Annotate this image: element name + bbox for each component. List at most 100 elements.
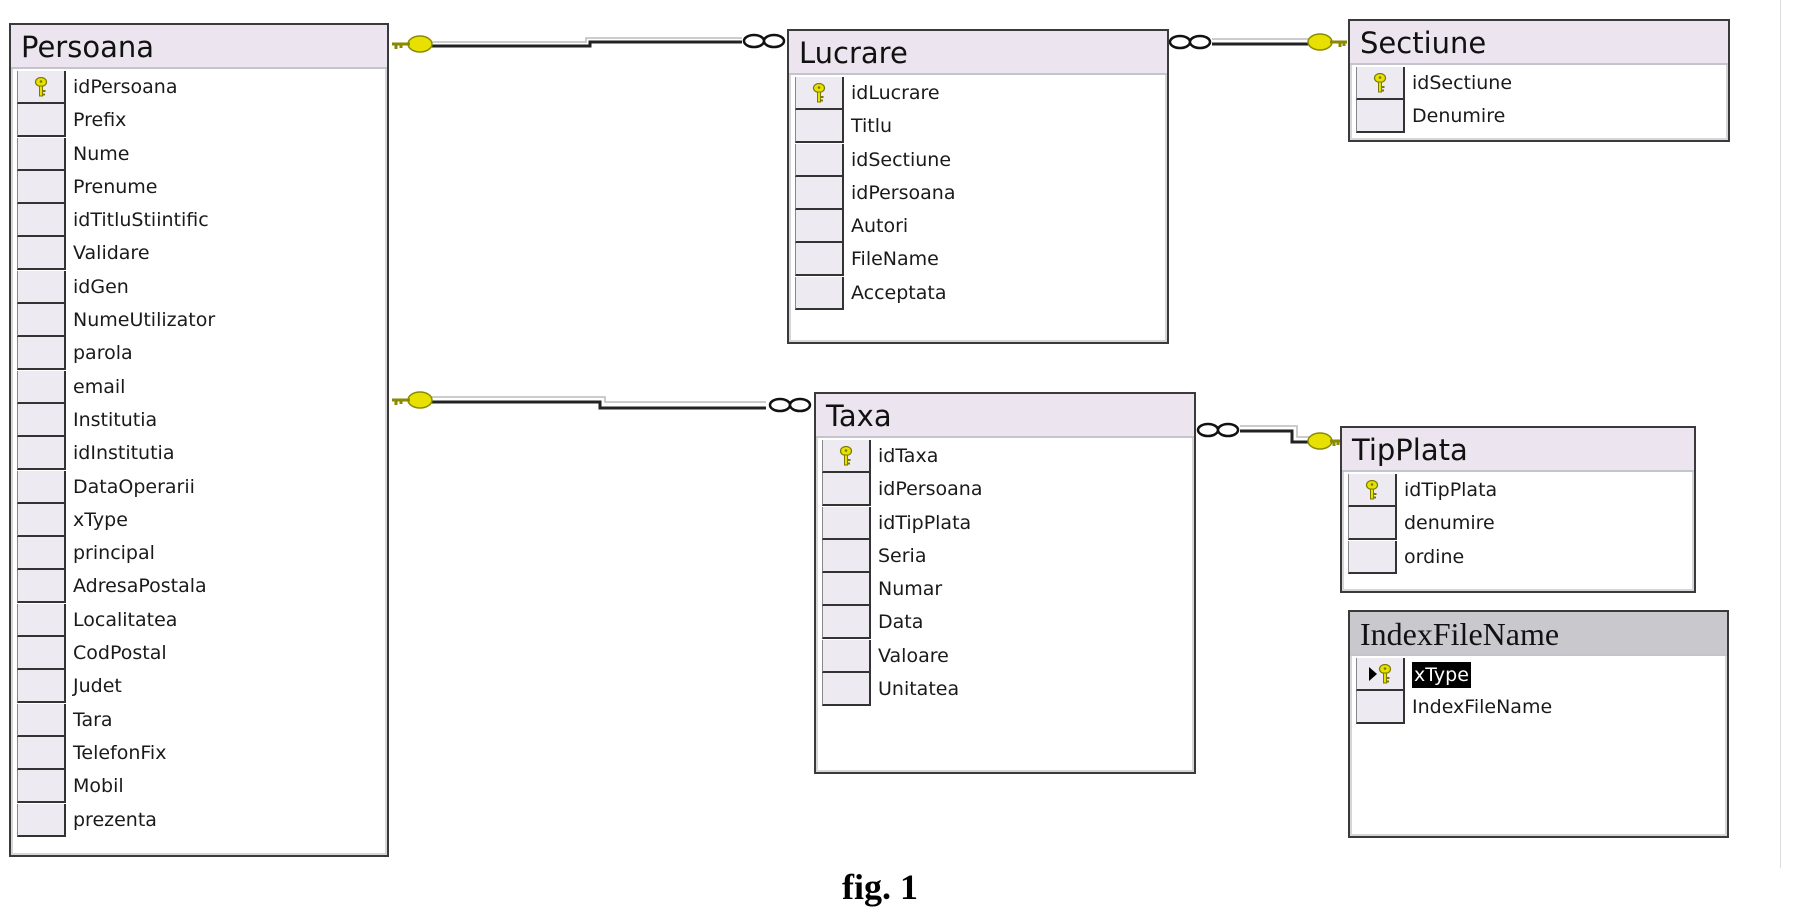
row-selector[interactable] xyxy=(17,403,66,437)
table-title[interactable]: TipPlata xyxy=(1342,428,1694,472)
column-row[interactable]: Unitatea xyxy=(822,673,1194,707)
row-selector[interactable] xyxy=(1356,100,1405,134)
table-title[interactable]: IndexFileName xyxy=(1350,612,1727,656)
column-row[interactable]: idPersoana xyxy=(822,473,1194,507)
column-name[interactable]: Denumire xyxy=(1412,105,1506,128)
column-row[interactable]: idSectiune xyxy=(1356,67,1728,100)
column-row[interactable]: Institutia xyxy=(17,403,387,437)
row-selector[interactable] xyxy=(795,143,844,177)
column-row[interactable]: Numar xyxy=(822,573,1194,607)
row-selector[interactable] xyxy=(795,77,844,110)
column-row[interactable]: Titlu xyxy=(795,110,1167,144)
column-name[interactable]: idGen xyxy=(73,275,129,298)
column-name[interactable]: idPersoana xyxy=(878,478,983,501)
row-selector[interactable] xyxy=(17,537,66,571)
column-row[interactable]: idPersoana xyxy=(17,71,387,104)
column-name[interactable]: IndexFileName xyxy=(1412,696,1553,719)
column-name[interactable]: idSectiune xyxy=(1412,72,1513,94)
row-selector[interactable] xyxy=(822,573,871,607)
column-name[interactable]: Valoare xyxy=(878,644,949,667)
column-name[interactable]: Mobil xyxy=(73,775,124,798)
column-row[interactable]: NumeUtilizator xyxy=(17,304,387,338)
row-selector[interactable] xyxy=(822,506,871,540)
relationship-sectiune-lucrare[interactable] xyxy=(1168,33,1347,51)
column-name[interactable]: Tara xyxy=(73,708,113,731)
column-row[interactable]: Autori xyxy=(795,210,1167,244)
column-row[interactable]: email xyxy=(17,370,387,404)
row-selector[interactable] xyxy=(17,104,66,138)
row-selector[interactable] xyxy=(17,137,66,171)
column-name[interactable]: TelefonFix xyxy=(73,741,167,764)
column-row[interactable]: Mobil xyxy=(17,770,387,804)
column-name[interactable]: Prefix xyxy=(73,109,127,132)
column-name[interactable]: idTitluStiintific xyxy=(73,209,209,232)
column-name[interactable]: idTipPlata xyxy=(1404,479,1498,501)
column-row[interactable]: idTaxa xyxy=(822,440,1194,473)
row-selector[interactable] xyxy=(795,210,844,244)
row-selector[interactable] xyxy=(17,736,66,770)
row-selector[interactable] xyxy=(17,803,66,837)
column-row[interactable]: Acceptata xyxy=(795,276,1167,310)
column-row[interactable]: xType xyxy=(1356,658,1727,691)
column-row[interactable]: idTipPlata xyxy=(1348,474,1694,507)
column-row[interactable]: Localitatea xyxy=(17,603,387,637)
column-name[interactable]: idPersoana xyxy=(73,76,178,98)
row-selector[interactable] xyxy=(795,176,844,210)
column-name[interactable]: Acceptata xyxy=(851,281,947,304)
column-row[interactable]: CodPostal xyxy=(17,637,387,671)
column-name[interactable]: idInstitutia xyxy=(73,442,175,465)
column-name[interactable]: idTipPlata xyxy=(878,511,972,534)
table-title[interactable]: Lucrare xyxy=(789,31,1167,75)
relationship-persoana-taxa[interactable] xyxy=(392,391,812,413)
column-name[interactable]: xType xyxy=(1412,662,1471,688)
column-name[interactable]: email xyxy=(73,375,126,398)
row-selector[interactable] xyxy=(795,110,844,144)
column-row[interactable]: idGen xyxy=(17,270,387,304)
row-selector[interactable] xyxy=(17,71,66,104)
column-row[interactable]: idTitluStiintific xyxy=(17,204,387,238)
column-name[interactable]: prezenta xyxy=(73,808,157,831)
column-row[interactable]: idSectiune xyxy=(795,143,1167,177)
column-name[interactable]: idLucrare xyxy=(851,82,940,104)
table-title[interactable]: Persoana xyxy=(11,25,387,69)
row-selector[interactable] xyxy=(795,276,844,310)
row-selector[interactable] xyxy=(17,603,66,637)
row-selector[interactable] xyxy=(17,570,66,604)
table-tipplata[interactable]: TipPlata idTipPlata denumire ordine xyxy=(1340,426,1696,593)
column-name[interactable]: denumire xyxy=(1404,512,1495,535)
column-row[interactable]: Prenume xyxy=(17,170,387,204)
column-name[interactable]: idPersoana xyxy=(851,181,956,204)
row-selector[interactable] xyxy=(17,437,66,471)
row-selector[interactable] xyxy=(17,304,66,338)
row-selector[interactable] xyxy=(17,770,66,804)
column-row[interactable]: idLucrare xyxy=(795,77,1167,110)
column-name[interactable]: AdresaPostala xyxy=(73,575,207,598)
column-name[interactable]: CodPostal xyxy=(73,642,167,665)
column-row[interactable]: Judet xyxy=(17,670,387,704)
column-name[interactable]: Validare xyxy=(73,242,150,265)
column-row[interactable]: parola xyxy=(17,337,387,371)
row-selector[interactable] xyxy=(17,337,66,371)
row-selector[interactable] xyxy=(822,473,871,507)
column-row[interactable]: Data xyxy=(822,606,1194,640)
column-row[interactable]: idInstitutia xyxy=(17,437,387,471)
column-row[interactable]: TelefonFix xyxy=(17,736,387,770)
column-row[interactable]: Valoare xyxy=(822,639,1194,673)
row-selector[interactable] xyxy=(822,440,871,473)
row-selector[interactable] xyxy=(822,606,871,640)
row-selector[interactable] xyxy=(795,243,844,277)
column-name[interactable]: FileName xyxy=(851,248,939,271)
relationship-persoana-lucrare[interactable] xyxy=(392,33,786,53)
column-name[interactable]: Localitatea xyxy=(73,608,178,631)
column-name[interactable]: Autori xyxy=(851,215,909,238)
column-name[interactable]: ordine xyxy=(1404,545,1465,568)
column-name[interactable]: DataOperarii xyxy=(73,475,195,498)
column-name[interactable]: Seria xyxy=(878,544,927,567)
row-selector[interactable] xyxy=(17,370,66,404)
column-row[interactable]: Nume xyxy=(17,137,387,171)
